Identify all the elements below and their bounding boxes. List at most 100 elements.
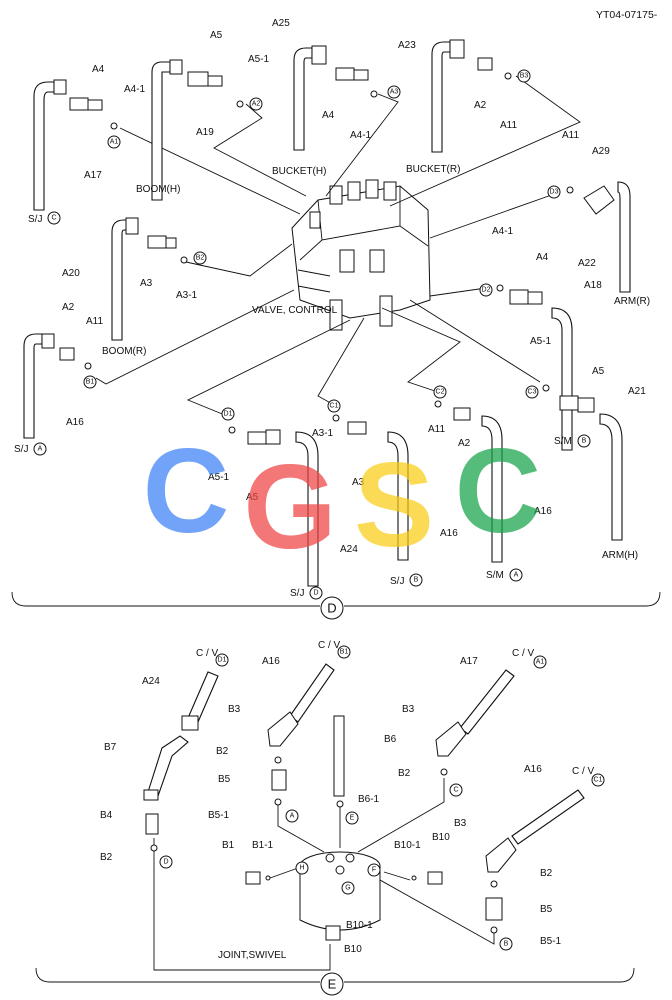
circle-marker: [193, 251, 207, 265]
circle-label: C: [51, 215, 56, 222]
circle-label: A: [290, 813, 295, 820]
part-label: B6: [384, 734, 397, 745]
part-label: B10-1: [394, 840, 421, 851]
circle-label: A: [38, 446, 43, 453]
part-label: A11: [562, 130, 579, 141]
circle-label: C3: [528, 389, 537, 396]
hose-a17-assembly: [33, 59, 244, 211]
circle-marker: [591, 773, 605, 787]
circle-marker: [547, 185, 561, 199]
part-label: A4-1: [350, 130, 372, 141]
circle-label: B: [414, 577, 419, 584]
part-label: A5-1: [248, 54, 270, 65]
sm-b-label: S/M: [554, 436, 572, 447]
cv-label: C / V: [318, 640, 341, 651]
watermark: C G S C: [143, 424, 542, 574]
part-label: B7: [104, 742, 117, 753]
part-label: B6-1: [358, 794, 380, 805]
part-label: B3: [454, 818, 467, 829]
cv-label: C / V: [196, 648, 219, 659]
control-valve: [291, 179, 431, 331]
circle-label: C1: [330, 403, 339, 410]
circle-label: B: [582, 438, 587, 445]
part-label: A2: [62, 302, 75, 313]
circle-marker: [479, 283, 493, 297]
swivel-connection-lines: [153, 778, 495, 971]
part-label: B2: [398, 768, 411, 779]
swivel-fittings: [143, 663, 585, 934]
arm-r-label: ARM(R): [614, 296, 650, 307]
part-label: B10: [344, 944, 362, 955]
circle-marker: [449, 783, 463, 797]
circle-marker: [295, 861, 309, 875]
circle-marker: [509, 568, 523, 582]
part-label: B3: [402, 704, 415, 715]
circle-marker: [525, 385, 539, 399]
sj-c-label: S/J: [28, 214, 42, 225]
part-label: A4: [92, 64, 105, 75]
circle-label: B3: [520, 73, 529, 80]
circle-label: E: [350, 815, 355, 822]
bucket-r-label: BUCKET(R): [406, 164, 460, 175]
part-label: B5-1: [208, 810, 230, 821]
part-label: B2: [100, 852, 113, 863]
part-label: B10: [432, 832, 450, 843]
sj-a-label: S/J: [14, 444, 28, 455]
circle-marker: [33, 442, 47, 456]
circle-marker: [517, 69, 531, 83]
circle-marker: [367, 863, 381, 877]
circle-marker: [577, 434, 591, 448]
boom-r-label: BOOM(R): [102, 346, 146, 357]
part-label: A11: [428, 424, 445, 435]
part-label: B1-1: [252, 840, 274, 851]
part-label: A11: [500, 120, 517, 131]
circle-marker: [309, 586, 323, 600]
connection-lines: [95, 75, 581, 419]
section-e-bracket: [35, 967, 635, 983]
part-label: A5: [592, 366, 605, 377]
part-label: A5-1: [208, 472, 230, 483]
part-label: A17: [84, 170, 102, 181]
circle-marker: [327, 399, 341, 413]
part-label: B1: [222, 840, 235, 851]
circle-label: D: [163, 859, 168, 866]
circle-marker: [499, 937, 513, 951]
circle-label: D2: [482, 287, 491, 294]
document-id: YT04-07175-: [596, 9, 658, 21]
boom-h-label: BOOM(H): [136, 184, 180, 195]
bucket-h-label: BUCKET(H): [272, 166, 326, 177]
part-label: B2: [540, 868, 553, 879]
circle-marker: [533, 655, 547, 669]
part-label: A16: [440, 528, 458, 539]
part-label: A4: [536, 252, 549, 263]
hose-a16-sja-assembly: [23, 333, 92, 439]
circle-marker: [345, 811, 359, 825]
circle-marker: [433, 385, 447, 399]
circle-label: B1: [340, 649, 349, 656]
part-label: A18: [584, 280, 602, 291]
circle-marker: [249, 97, 263, 111]
cv-label: C / V: [572, 766, 595, 777]
part-label: A16: [66, 417, 84, 428]
part-label: B5: [218, 774, 231, 785]
part-label: A2: [458, 438, 471, 449]
section-d-bracket: [11, 591, 661, 607]
section-e-marker-label: E: [328, 977, 337, 992]
circle-label: D3: [550, 189, 559, 196]
part-label: A17: [460, 656, 478, 667]
circle-marker: [221, 407, 235, 421]
circle-marker: [409, 573, 423, 587]
part-label: A25: [272, 18, 290, 29]
part-label: A23: [398, 40, 416, 51]
circle-label: D: [313, 590, 318, 597]
part-label: A4-1: [124, 84, 146, 95]
watermark-letter: C: [143, 424, 230, 558]
part-label: A3-1: [312, 428, 334, 439]
circle-marker: [159, 855, 173, 869]
part-label: A16: [534, 506, 552, 517]
sj-d-label: S/J: [290, 588, 304, 599]
swivel-joint: [299, 851, 381, 941]
part-label: A2: [474, 100, 487, 111]
hose-a23-assembly: [431, 39, 512, 153]
